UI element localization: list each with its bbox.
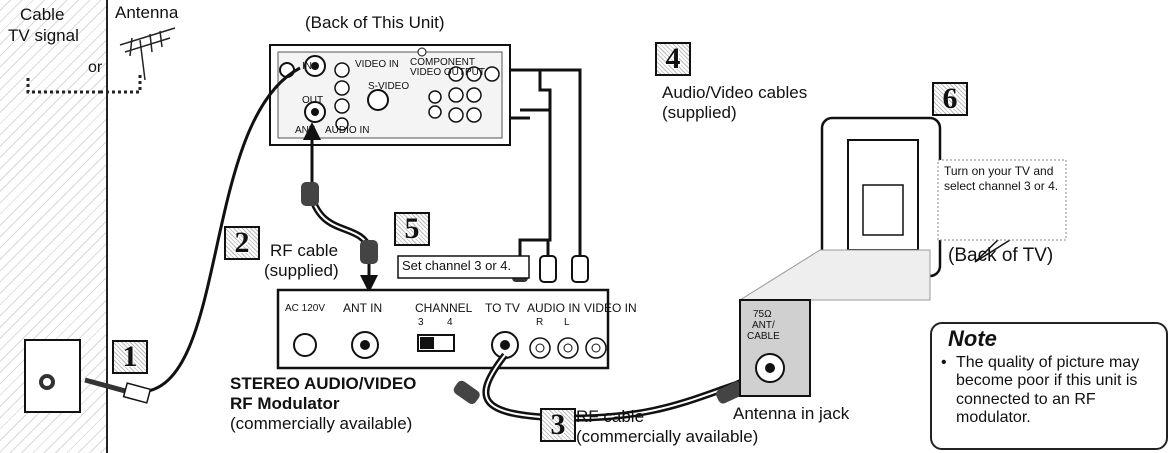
tv-jack-label-2: ANT/	[752, 320, 775, 331]
tv-jack-label-1: 75Ω	[753, 309, 772, 320]
or-label: or	[88, 59, 103, 76]
rf-cable-supplied-label-2: (supplied)	[264, 261, 339, 280]
turn-on-tv-callout: Turn on your TV and select channel 3 or …	[944, 164, 1059, 193]
mod-video-in-label: VIDEO IN	[584, 301, 637, 315]
unit-out-label: OUT	[302, 95, 324, 106]
mod-ch3-label: 3	[418, 317, 424, 328]
unit-in-label: IN	[302, 61, 312, 72]
unit-audio-in-label: AUDIO IN	[325, 125, 370, 136]
mod-ant-in-label: ANT IN	[343, 301, 383, 315]
modulator-title-1: STEREO AUDIO/VIDEO	[230, 374, 417, 393]
step-2: 2	[224, 226, 260, 260]
unit-component-label-1: COMPONENT	[410, 57, 475, 68]
mod-to-tv-label: TO TV	[485, 301, 520, 315]
modulator-subtitle: (commercially available)	[230, 414, 413, 433]
note-box: Note • The quality of picture may become…	[930, 322, 1168, 450]
note-bullet: •	[941, 354, 947, 371]
unit-video-in-label: VIDEO IN	[355, 59, 399, 70]
back-of-tv-label: (Back of TV)	[948, 245, 1054, 266]
mod-r-label: R	[536, 317, 544, 328]
step-3: 3	[540, 408, 576, 442]
rf-modulator-panel	[276, 288, 610, 370]
note-title: Note	[948, 326, 997, 351]
back-of-unit-label: (Back of This Unit)	[305, 13, 445, 32]
rf-cable-supplied-label-1: RF cable	[270, 241, 339, 260]
rf-cable-commercial-label-2: (commercially available)	[576, 427, 759, 446]
cable-signal-label-1: Cable	[20, 5, 65, 24]
antenna-in-jack-label: Antenna in jack	[733, 404, 850, 423]
cable-signal-label-2: TV signal	[8, 26, 79, 45]
mod-ac-label: AC 120V	[285, 303, 326, 314]
av-cables-label-2: (supplied)	[662, 103, 737, 122]
tv-back	[738, 116, 942, 397]
av-cables-label-1: Audio/Video cables	[662, 83, 808, 102]
unit-component-label-2: VIDEO OUTPUT	[410, 67, 486, 78]
set-channel-callout: Set channel 3 or 4.	[402, 258, 512, 273]
unit-back-panel	[269, 44, 511, 146]
step-6: 6	[932, 82, 968, 116]
step-1: 1	[112, 340, 148, 374]
mod-l-label: L	[564, 317, 570, 328]
antenna-label: Antenna	[115, 3, 179, 22]
wall-outlet	[24, 339, 81, 413]
mod-channel-label: CHANNEL	[415, 301, 473, 315]
unit-s-video-label: S-VIDEO	[368, 81, 410, 92]
mod-audio-in-label: AUDIO IN	[527, 301, 581, 315]
mod-ch4-label: 4	[447, 317, 453, 328]
antenna-icon	[119, 27, 176, 81]
tv-jack-label-3: CABLE	[747, 331, 780, 342]
note-text: The quality of picture may become poor i…	[956, 354, 1140, 427]
unit-ant-label: ANT	[295, 125, 315, 136]
rf-cable-commercial-label-1: RF cable	[576, 407, 645, 426]
modulator-title-2: RF Modulator	[230, 394, 340, 413]
step-5: 5	[394, 212, 430, 246]
step-4: 4	[655, 42, 691, 76]
